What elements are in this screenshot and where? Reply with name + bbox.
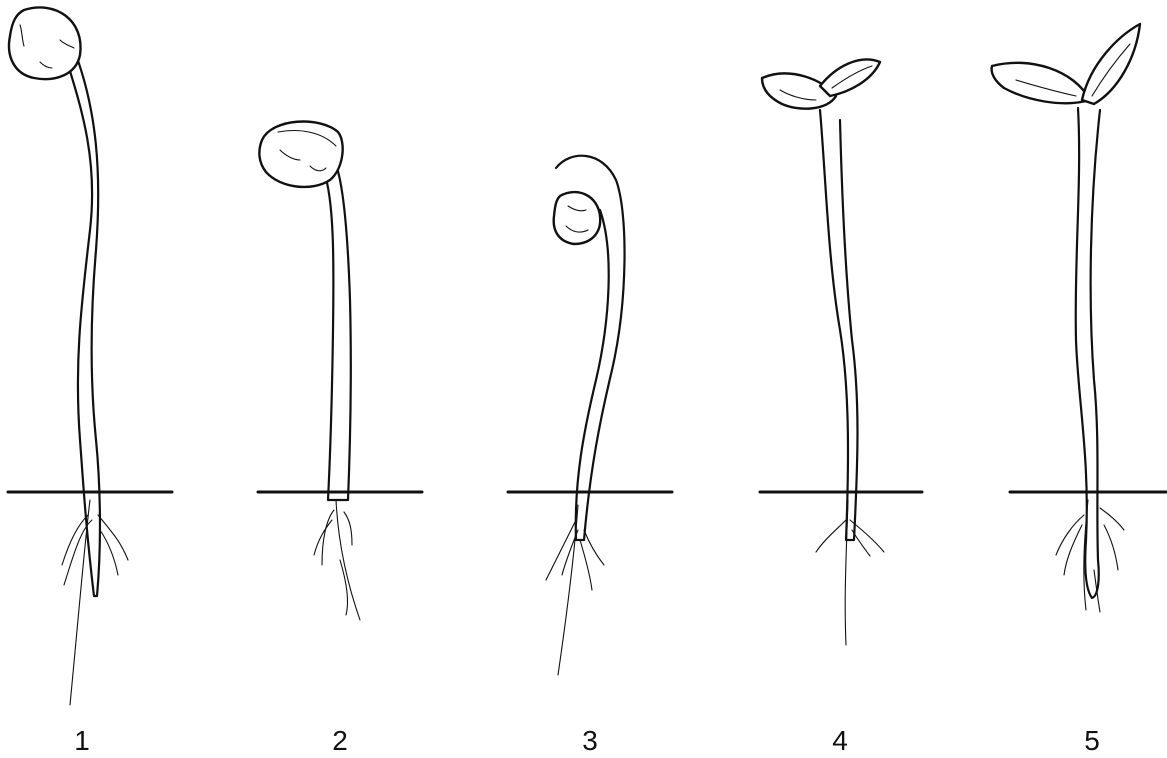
roots-2 [314,500,360,620]
seedling-stage-4 [760,59,922,645]
seedling-stage-1 [8,7,172,705]
stage-label-3: 3 [582,725,598,756]
stem-5 [1076,108,1100,598]
seedling-stage-3 [508,156,672,675]
roots-1 [62,500,128,705]
stem-2 [324,160,351,500]
cotyledon-left-5 [992,63,1090,103]
seed-cotyledons-3 [554,192,601,244]
cotyledon-right-4 [820,59,880,96]
roots-4 [816,500,884,645]
stage-labels: 1 2 3 4 5 [74,725,1100,756]
stage-label-1: 1 [74,725,90,756]
stage-label-4: 4 [832,725,848,756]
stem-1 [66,55,100,596]
seedling-stage-5 [992,24,1166,612]
cotyledon-right-5 [1082,24,1140,104]
seed-cotyledons-1 [9,7,81,79]
stage-label-5: 5 [1084,725,1100,756]
seedling-stage-2 [258,122,422,620]
stage-label-2: 2 [332,725,348,756]
stem-4 [820,110,858,540]
